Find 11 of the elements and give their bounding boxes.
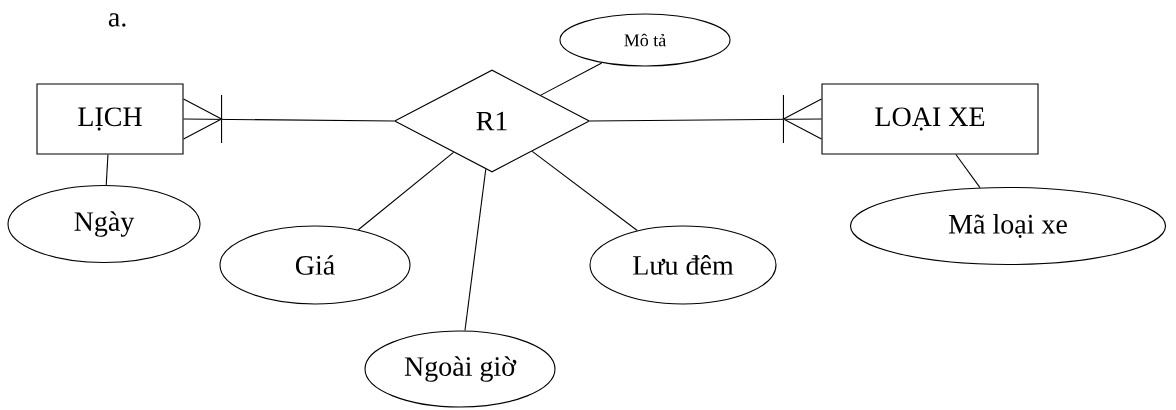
connector bbox=[357, 151, 455, 231]
connector bbox=[183, 94, 395, 144]
entity-box: LOẠI XE bbox=[821, 83, 1039, 155]
label: a. bbox=[108, 13, 126, 27]
connector bbox=[105, 154, 109, 186]
connector bbox=[464, 168, 487, 332]
entity-box: LỊCH bbox=[36, 83, 184, 155]
connector bbox=[540, 62, 603, 96]
connector bbox=[955, 154, 981, 189]
connector bbox=[589, 94, 822, 144]
connector bbox=[531, 150, 638, 232]
